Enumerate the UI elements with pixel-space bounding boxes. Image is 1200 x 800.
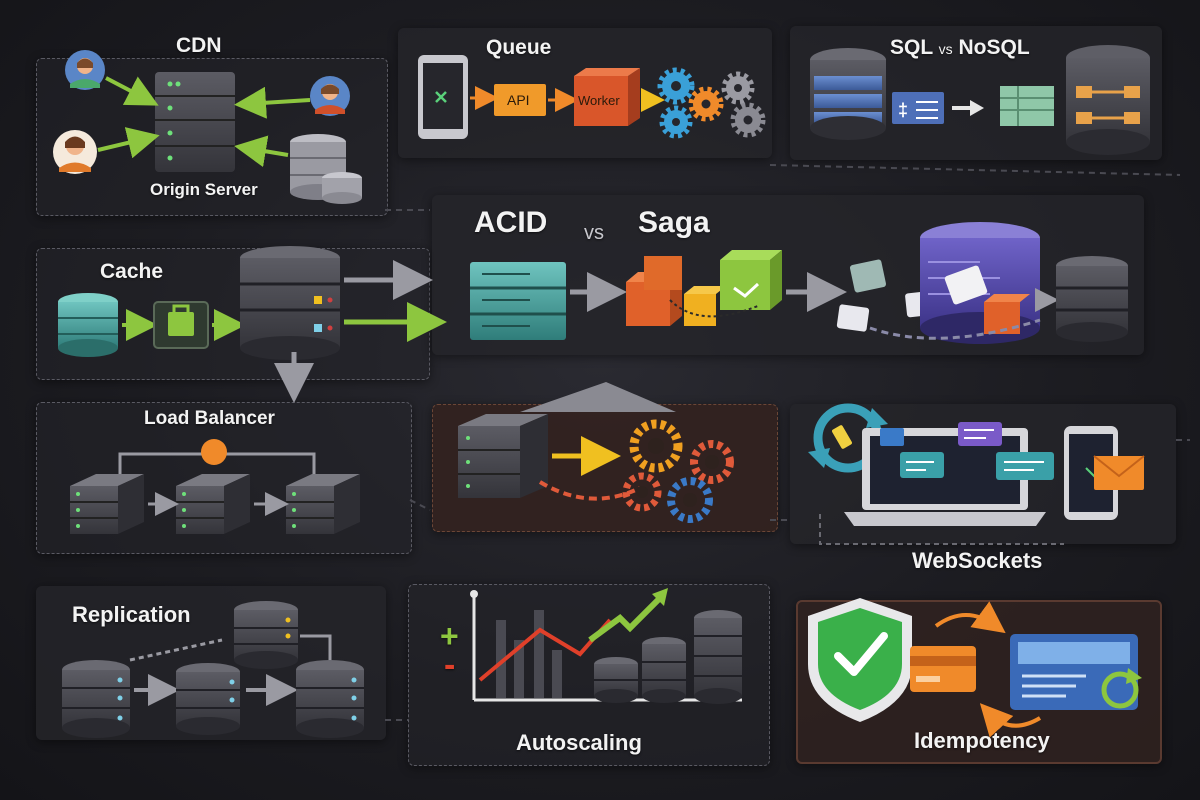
- origin-database-icon: [290, 134, 362, 204]
- primary-database-icon: [62, 660, 130, 738]
- retry-icon: [1101, 668, 1142, 709]
- acid-server-icon: [470, 262, 566, 340]
- replica-database-icon: [234, 601, 298, 669]
- scaling-db-icon: [642, 637, 686, 703]
- load-balancer-title: Load Balancer: [144, 408, 275, 429]
- sync-arrows-icon: [808, 403, 888, 473]
- user-avatar-icon: [53, 130, 97, 174]
- acid-vs: vs: [584, 222, 604, 244]
- cdn-graphic: [53, 50, 362, 204]
- cdn-arrows: [97, 76, 311, 168]
- cache-chip-icon: [153, 301, 209, 349]
- credit-card-icon: [910, 646, 976, 692]
- cache-server-stack-icon: [240, 246, 340, 360]
- nosql-title: NoSQL: [958, 36, 1030, 59]
- document-store-icon: [1000, 86, 1054, 126]
- scaling-db-icon: [694, 610, 742, 704]
- autoscaling-plus: +: [440, 618, 459, 654]
- replica-database-icon: [176, 663, 240, 735]
- saga-title: Saga: [638, 206, 710, 239]
- lb-server-icon: [176, 474, 250, 534]
- load-balancer-graphic: [70, 439, 360, 534]
- background-connectors: [385, 164, 1190, 721]
- saga-database-icon: [920, 222, 1040, 344]
- laptop-icon: [844, 428, 1046, 526]
- saga-gears-graphic: [458, 382, 734, 523]
- sql-database-icon: [810, 48, 886, 140]
- cache-graphic: [58, 246, 447, 403]
- idempotency-graphic: [808, 598, 1142, 738]
- cdn-server-rack-icon: [155, 72, 235, 172]
- gears-server-icon: [458, 414, 548, 498]
- autoscaling-graphic: [470, 588, 742, 704]
- idempotency-title: Idempotency: [914, 728, 1050, 753]
- api-label: API: [507, 92, 530, 108]
- sql-nosql-title: SQL vs NoSQL: [890, 36, 1030, 60]
- triangle-shape: [520, 382, 676, 412]
- sql-nosql-graphic: ‡: [810, 45, 1150, 155]
- autoscaling-minus: -: [444, 646, 456, 684]
- replication-title: Replication: [72, 602, 191, 627]
- gears-icon: [657, 67, 766, 139]
- worker-box: [574, 68, 640, 126]
- websockets-graphic: [808, 403, 1145, 545]
- saga-cubes-icon: [626, 250, 782, 326]
- api-box: [494, 84, 546, 116]
- nosql-database-icon: [1066, 45, 1150, 155]
- svg-text:‡: ‡: [898, 100, 908, 120]
- phone-icon: [1064, 426, 1118, 520]
- cache-database-icon: [58, 293, 118, 357]
- acid-saga-graphic: [470, 222, 1128, 344]
- user-avatar-icon: [65, 50, 105, 90]
- chat-bubble-icon: [880, 428, 944, 478]
- replication-graphic: [62, 601, 364, 738]
- websockets-title: WebSockets: [912, 548, 1043, 573]
- load-balancer-node-icon: [201, 439, 227, 465]
- queue-graphic: [418, 55, 766, 139]
- cdn-title: CDN: [176, 34, 222, 57]
- phone-icon: [418, 55, 468, 139]
- autoscaling-title: Autoscaling: [516, 730, 642, 755]
- chart-bars: [496, 610, 562, 698]
- scaling-db-icon: [594, 657, 638, 703]
- lb-server-icon: [70, 474, 144, 534]
- worker-label: Worker: [578, 93, 620, 108]
- shield-check-icon: [808, 598, 912, 722]
- lb-server-icon: [286, 474, 360, 534]
- queue-title: Queue: [486, 36, 552, 59]
- chat-bubble-icon: [996, 452, 1054, 480]
- origin-server-label: Origin Server: [150, 180, 258, 199]
- acid-title: ACID: [474, 206, 548, 239]
- sql-vs: vs: [938, 41, 953, 57]
- table-icon: ‡: [892, 92, 944, 124]
- cache-title: Cache: [100, 260, 164, 283]
- user-avatar-icon: [310, 76, 350, 116]
- gears-icon: [622, 419, 734, 523]
- chat-bubble-icon: [958, 422, 1002, 446]
- acid-saga-server-icon: [1056, 256, 1128, 342]
- replica-database-icon: [296, 660, 364, 738]
- sql-title: SQL: [890, 36, 933, 59]
- envelope-icon: [1093, 455, 1145, 490]
